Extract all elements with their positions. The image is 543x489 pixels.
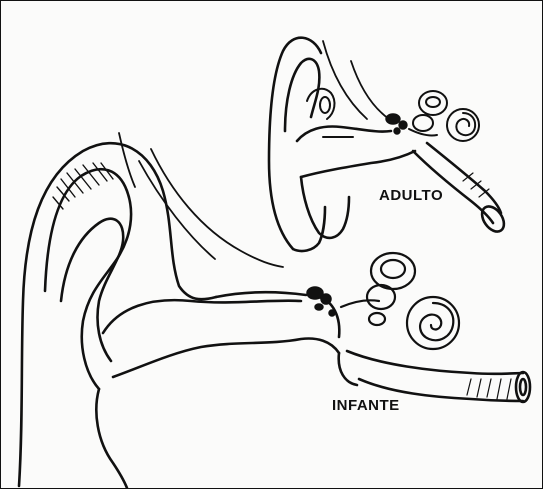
adult-semicircular-canals [409, 91, 447, 136]
infant-ossicles [307, 287, 335, 316]
adult-cochlea [447, 109, 479, 141]
label-adult: ADULTO [379, 187, 443, 204]
adult-concha [297, 127, 391, 141]
infant-cochlea [407, 297, 459, 349]
adult-pinna-outline [269, 38, 321, 249]
infant-ear-canal-lower [113, 339, 339, 377]
adult-ear-canal-lower [301, 151, 415, 177]
infant-eustachian-tube [347, 351, 530, 402]
infant-concha [103, 300, 301, 333]
infant-head-contour-3 [139, 161, 215, 259]
adult-helix-inner [285, 59, 319, 131]
adult-head-contour-2 [351, 61, 389, 119]
infant-earlobe [96, 389, 127, 488]
label-infant: INFANTE [332, 397, 400, 414]
infant-ear-canal-upper [216, 292, 306, 297]
infant-middle-ear-cavity [339, 353, 357, 385]
infant-helix-outline [19, 143, 216, 486]
adult-fossa [320, 97, 330, 113]
infant-antihelix [61, 219, 123, 361]
infant-semicircular-canals [341, 253, 415, 325]
adult-ear-drawing [269, 38, 508, 251]
